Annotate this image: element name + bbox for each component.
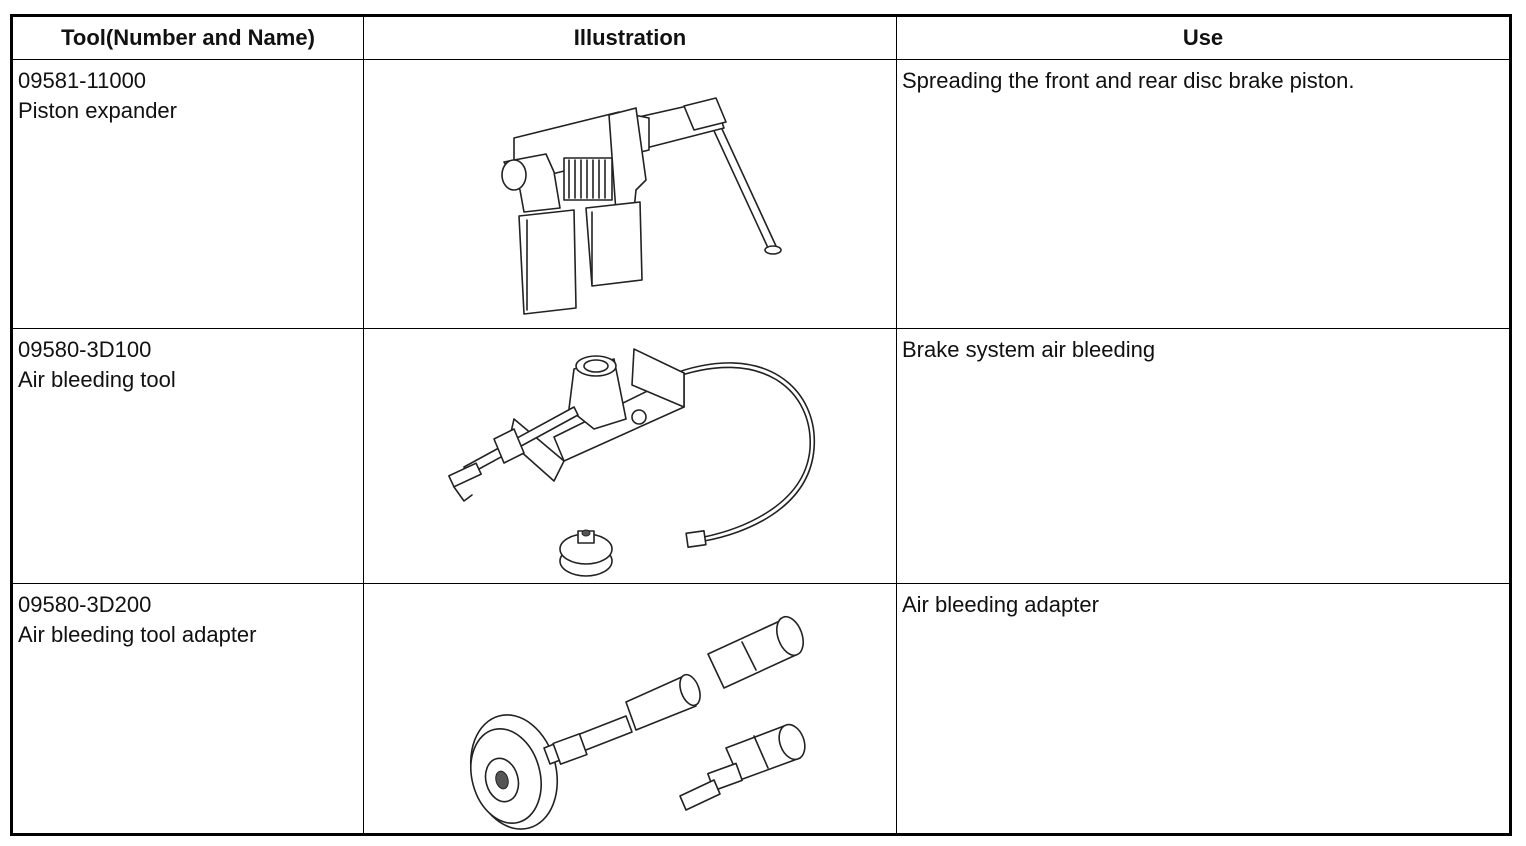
- air-bleeding-tool-drawing: [448, 348, 816, 577]
- tool-use: Brake system air bleeding: [902, 337, 1156, 362]
- special-tools-table: Tool(Number and Name) Illustration Use 0…: [10, 14, 1512, 836]
- table-row-tool-cell: 09581-11000 Piston expander: [18, 66, 177, 126]
- air-bleeding-adapter-drawing: [469, 615, 806, 830]
- column-divider-1: [363, 17, 364, 833]
- tool-name: Piston expander: [18, 98, 177, 123]
- tool-number: 09581-11000: [18, 68, 147, 93]
- tool-number: 09580-3D200: [18, 592, 152, 617]
- row-divider-2: [13, 583, 1509, 584]
- header-illustration: Illustration: [573, 25, 687, 50]
- header-divider: [13, 59, 1509, 60]
- row-divider-1: [13, 328, 1509, 329]
- table-row-tool-cell: 09580-3D100 Air bleeding tool: [18, 335, 176, 395]
- piston-expander-drawing: [501, 97, 782, 315]
- header-tool: Tool(Number and Name): [61, 25, 315, 50]
- header-use: Use: [1182, 25, 1224, 50]
- tool-use: Air bleeding adapter: [902, 592, 1099, 617]
- tool-name: Air bleeding tool: [18, 367, 176, 392]
- table-row-tool-cell: 09580-3D200 Air bleeding tool adapter: [18, 590, 257, 650]
- tool-number: 09580-3D100: [18, 337, 152, 362]
- tool-use: Spreading the front and rear disc brake …: [902, 68, 1355, 93]
- tool-name: Air bleeding tool adapter: [18, 622, 257, 647]
- column-divider-2: [896, 17, 897, 833]
